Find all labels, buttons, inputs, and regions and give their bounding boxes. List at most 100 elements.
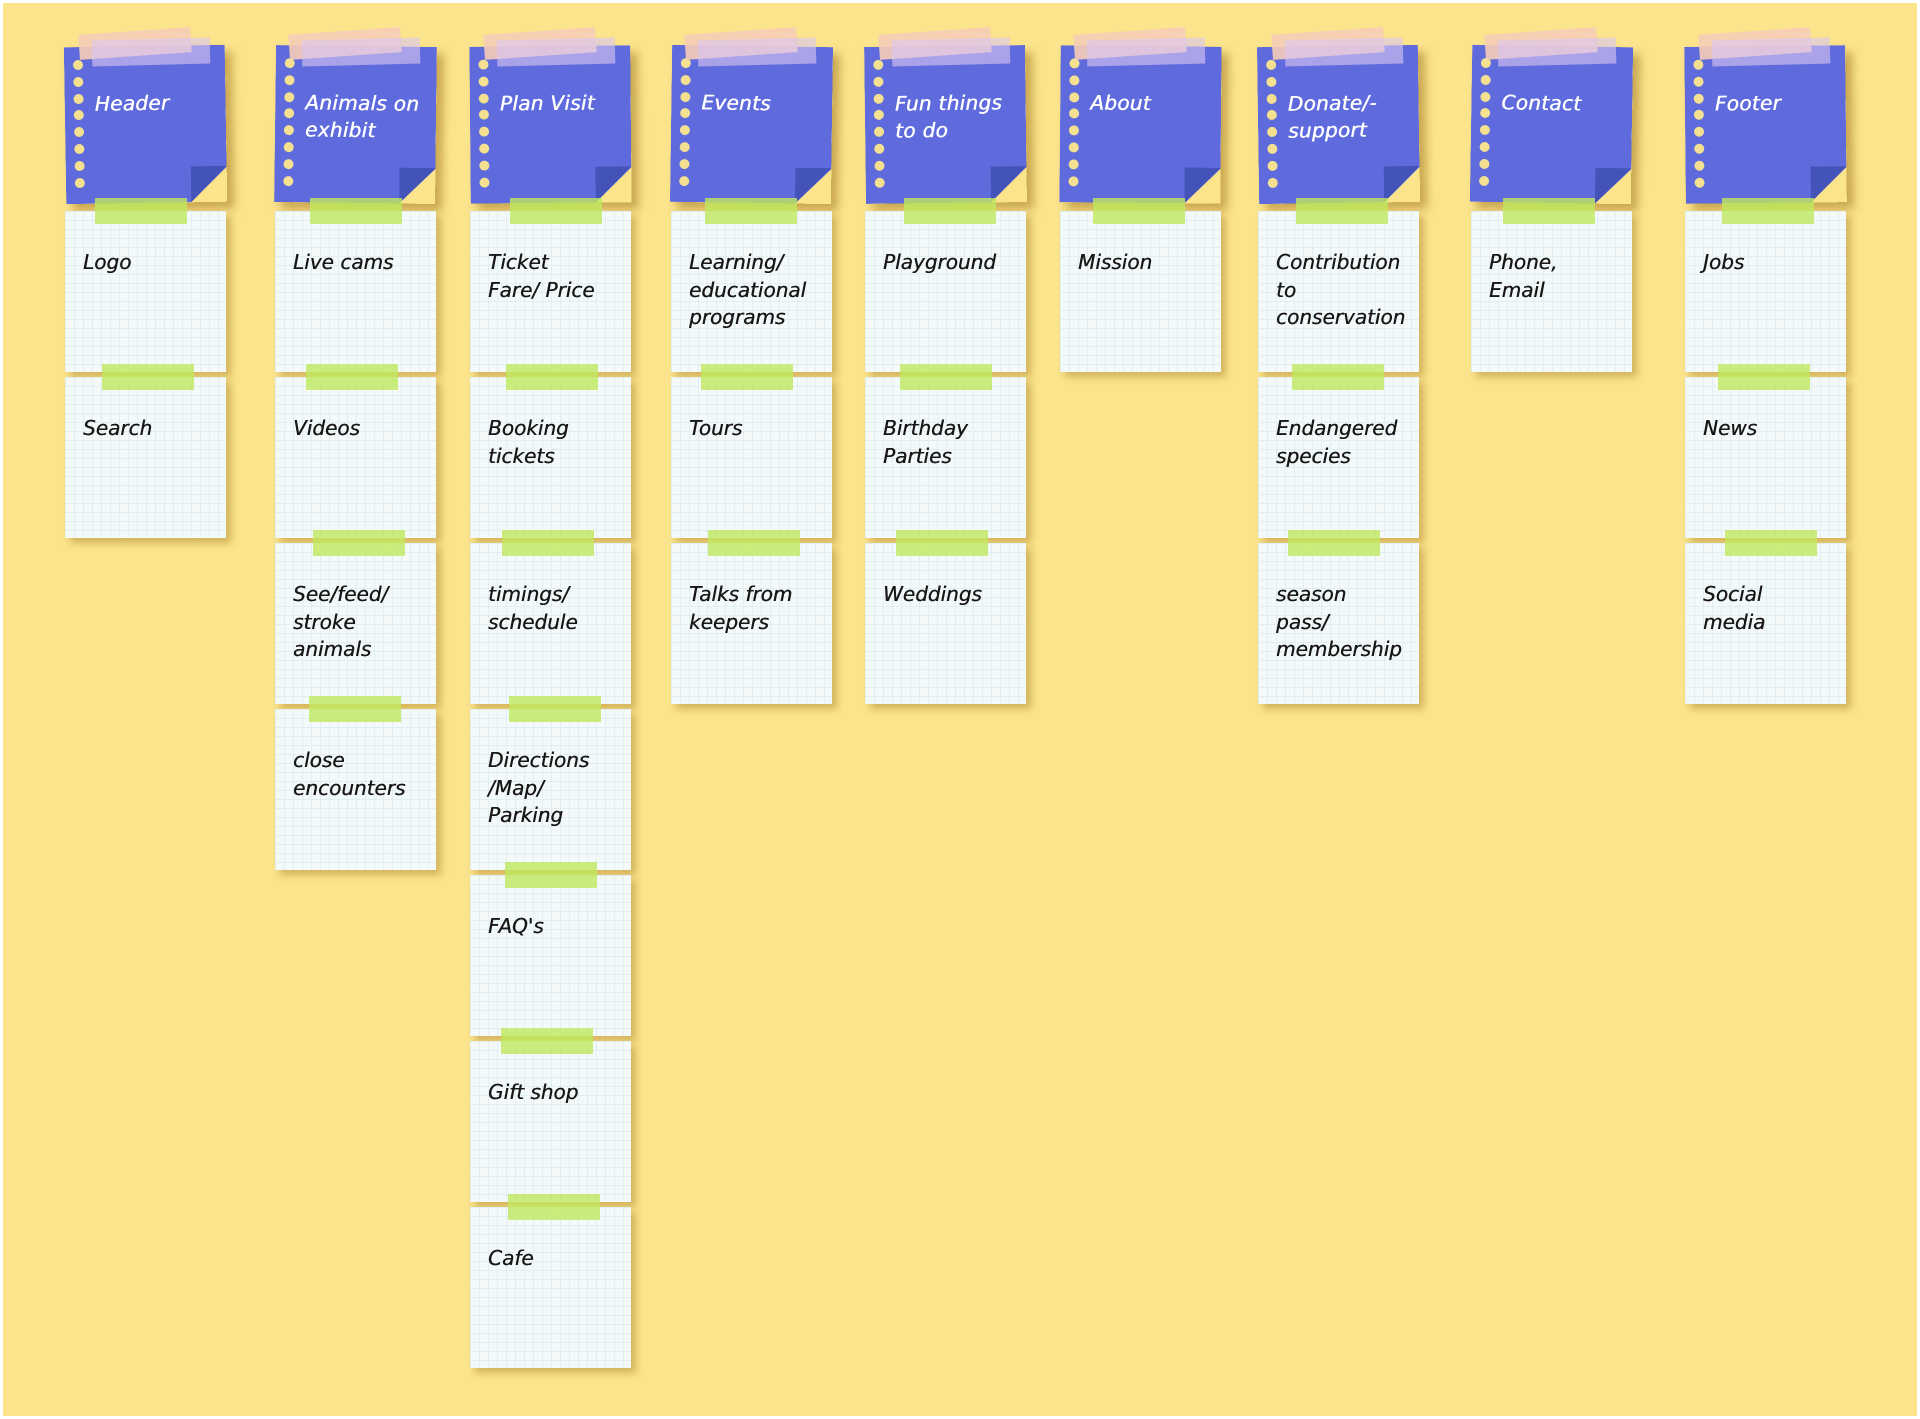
sticky-note-label: Booking tickets <box>488 416 569 468</box>
sticky-note-label: Phone, Email <box>1489 250 1558 302</box>
hole-punch-dot <box>74 94 84 104</box>
hole-punch-dot <box>75 178 85 188</box>
sticky-note-label: News <box>1703 416 1758 440</box>
hole-punch-dot <box>1694 127 1704 137</box>
sticky-note-label: Search <box>83 416 153 440</box>
lavender-washi-tape <box>1711 37 1831 67</box>
sticky-note[interactable]: Endangered species <box>1258 364 1419 538</box>
sticky-note[interactable]: Learning/ educational programs <box>671 198 832 372</box>
sticky-note[interactable]: season pass/ membership <box>1258 530 1419 704</box>
sticky-note[interactable]: Weddings <box>865 530 1026 704</box>
sticky-note[interactable]: Booking tickets <box>470 364 631 538</box>
section-header-note[interactable]: Contact <box>1470 45 1633 205</box>
section-header-note[interactable]: Header <box>64 45 227 205</box>
hole-punch-dot <box>1480 108 1490 118</box>
sticky-note[interactable]: Mission <box>1060 198 1221 372</box>
sticky-note[interactable]: Directions /Map/ Parking <box>470 696 631 870</box>
hole-punch-dot <box>479 76 489 86</box>
section-header-note[interactable]: About <box>1059 45 1221 203</box>
sticky-note[interactable]: Gift shop <box>470 1028 631 1202</box>
hole-punch-dot <box>1481 75 1491 85</box>
green-tape <box>899 364 992 390</box>
hole-punch-dot <box>1267 144 1277 154</box>
hole-punch-dot <box>873 60 883 70</box>
sticky-note-label: Playground <box>883 250 996 274</box>
sticky-note[interactable]: Videos <box>275 364 436 538</box>
hole-punch-dot <box>680 108 690 118</box>
green-tape <box>312 530 405 556</box>
sticky-note[interactable]: Contribution to conservation <box>1258 198 1419 372</box>
hole-punch-dot <box>1694 110 1704 120</box>
sticky-note[interactable]: Cafe <box>470 1194 631 1368</box>
sticky-note[interactable]: timings/ schedule <box>470 530 631 704</box>
hole-punch-dot <box>1694 93 1704 103</box>
sticky-note[interactable]: Birthday Parties <box>865 364 1026 538</box>
lavender-washi-tape <box>697 37 817 67</box>
sticky-note[interactable]: News <box>1685 364 1846 538</box>
sticky-note-label: Weddings <box>883 582 982 606</box>
hole-punch-dot <box>283 159 293 169</box>
sticky-note-label: Endangered species <box>1276 416 1398 468</box>
hole-punch-dots <box>1479 58 1491 186</box>
hole-punch-dot <box>479 144 489 154</box>
hole-punch-dot <box>681 75 691 85</box>
sticky-note[interactable]: Search <box>65 364 226 538</box>
green-tape <box>903 198 996 224</box>
hole-punch-dot <box>479 110 489 120</box>
section-header-note[interactable]: Animals on exhibit <box>274 45 437 204</box>
sticky-note-label: Social media <box>1703 582 1766 634</box>
hole-punch-dot <box>284 109 294 119</box>
hole-punch-dot <box>73 77 83 87</box>
hole-punch-dot <box>284 125 294 135</box>
hole-punch-dot <box>1069 109 1079 119</box>
sticky-note[interactable]: Playground <box>865 198 1026 372</box>
sticky-note[interactable]: Tours <box>671 364 832 538</box>
hole-punch-dot <box>1267 110 1277 120</box>
lavender-washi-tape <box>891 37 1011 67</box>
hole-punch-dot <box>1069 159 1079 169</box>
section-header-note[interactable]: Plan Visit <box>469 45 631 203</box>
hole-punch-dots <box>1266 60 1278 188</box>
section-header-note[interactable]: Donate/- support <box>1257 45 1420 204</box>
sticky-note-label: Ticket Fare/ Price <box>488 250 595 302</box>
sticky-note[interactable]: Phone, Email <box>1471 198 1632 372</box>
sticky-note[interactable]: Social media <box>1685 530 1846 704</box>
section-header-note[interactable]: Fun things to do <box>864 45 1027 204</box>
hole-punch-dot <box>1069 75 1079 85</box>
green-tape <box>1287 530 1380 556</box>
hole-punch-dots <box>283 58 295 186</box>
sticky-note[interactable]: Talks from keepers <box>671 530 832 704</box>
lavender-washi-tape <box>301 37 421 67</box>
sticky-note-label: Birthday Parties <box>883 416 968 468</box>
sticky-note-label: Learning/ educational programs <box>689 250 807 330</box>
sticky-note[interactable]: Logo <box>65 198 226 372</box>
green-tape <box>508 696 601 722</box>
green-tape <box>94 198 187 224</box>
sticky-note-label: Mission <box>1078 250 1153 274</box>
sticky-note[interactable]: Ticket Fare/ Price <box>470 198 631 372</box>
green-tape <box>1502 198 1595 224</box>
sticky-note[interactable]: Jobs <box>1685 198 1846 372</box>
sticky-note-label: Contribution to conservation <box>1276 250 1406 330</box>
sticky-note[interactable]: close encounters <box>275 696 436 870</box>
hole-punch-dots <box>1068 58 1079 186</box>
sticky-note-label: FAQ's <box>488 914 544 938</box>
hole-punch-dot <box>479 160 489 170</box>
hole-punch-dot <box>874 110 884 120</box>
section-header-note[interactable]: Footer <box>1684 45 1847 204</box>
hole-punch-dot <box>1069 126 1079 136</box>
hole-punch-dot <box>284 142 294 152</box>
sticky-note[interactable]: Live cams <box>275 198 436 372</box>
hole-punch-dot <box>1480 142 1490 152</box>
hole-punch-dot <box>679 159 689 169</box>
hole-punch-dot <box>1268 177 1278 187</box>
sticky-note[interactable]: See/feed/ stroke animals <box>275 530 436 704</box>
hole-punch-dot <box>478 60 488 70</box>
section-header-note[interactable]: Events <box>670 45 833 204</box>
hole-punch-dot <box>874 127 884 137</box>
sticky-note[interactable]: FAQ's <box>470 862 631 1036</box>
hole-punch-dot <box>874 93 884 103</box>
hole-punch-dot <box>875 177 885 187</box>
hole-punch-dot <box>1479 175 1489 185</box>
